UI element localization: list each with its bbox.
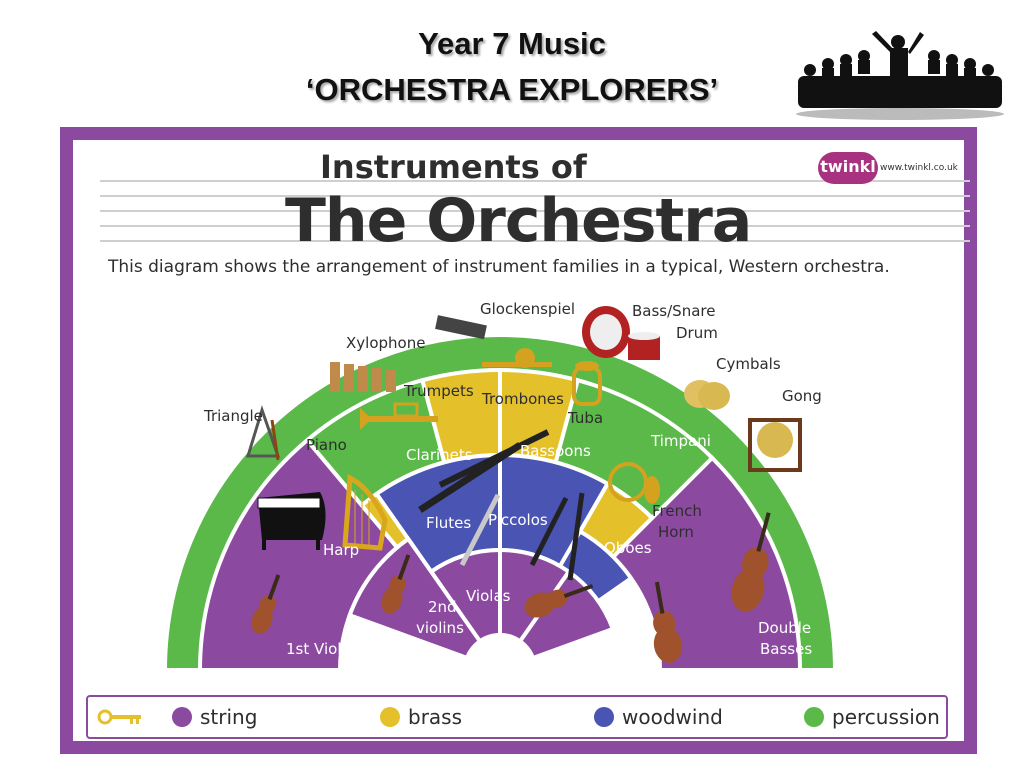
oboe-icon <box>567 492 585 581</box>
legend-item-woodwind: woodwind <box>594 697 723 737</box>
cello-icon <box>653 581 683 663</box>
triangle-icon <box>245 405 281 461</box>
legend-dot-percussion <box>804 707 824 727</box>
diagram-labels: 1st Violin 2nd violins Violas Cellos Dou… <box>203 300 822 658</box>
legend-item-percussion: percussion <box>804 697 940 737</box>
label-oboes: Oboes <box>604 539 652 557</box>
tuba-icon <box>572 361 602 406</box>
label-violas: Violas <box>466 587 511 605</box>
legend-dot-brass <box>380 707 400 727</box>
label-bass-snare-2: Drum <box>676 324 718 342</box>
slide-header: Year 7 Music ‘ORCHESTRA EXPLORERS’ <box>0 0 1024 125</box>
cymbals-icon <box>684 380 730 410</box>
bassoon-icon <box>438 429 550 488</box>
violin-icon <box>381 554 411 614</box>
seating-dividers <box>348 370 502 660</box>
label-tuba: Tuba <box>567 409 603 427</box>
french-horn-icon <box>608 462 660 504</box>
viola-icon <box>524 583 594 618</box>
legend-item-string: string <box>172 697 257 737</box>
label-glockenspiel: Glockenspiel <box>480 300 575 318</box>
slide-title: Year 7 Music <box>418 26 606 61</box>
label-piccolos: Piccolos <box>488 511 548 529</box>
logo-url: www.twinkl.co.uk <box>880 163 958 173</box>
poster-description: This diagram shows the arrangement of in… <box>108 257 890 277</box>
label-double-basses-1: Double <box>758 619 811 637</box>
stave-line <box>100 210 970 212</box>
label-gong: Gong <box>782 387 822 405</box>
piano-icon <box>257 492 326 550</box>
orchestra-silhouette-icon <box>796 31 1004 120</box>
stage-edge <box>160 670 840 695</box>
label-harp: Harp <box>323 541 359 559</box>
label-cellos: Cellos <box>592 637 637 655</box>
legend-label-brass: brass <box>408 705 463 729</box>
stave-line <box>100 195 970 197</box>
label-xylophone: Xylophone <box>346 334 425 352</box>
legend: string brass woodwind percussion <box>86 695 948 739</box>
poster-heading-small: Instruments of <box>320 148 587 186</box>
label-french-horn-2: Horn <box>658 523 694 541</box>
gong-icon <box>748 418 802 472</box>
trumpet-icon <box>360 402 438 430</box>
twinkl-logo: twinkl <box>818 152 878 184</box>
label-triangle: Triangle <box>203 407 263 425</box>
legend-label-string: string <box>200 705 258 729</box>
legend-item-brass: brass <box>380 697 462 737</box>
conductor-space <box>462 633 538 672</box>
label-flutes: Flutes <box>426 514 471 532</box>
legend-label-percussion: percussion <box>832 705 940 729</box>
label-first-violin: 1st Violin <box>286 640 355 658</box>
legend-label-woodwind: woodwind <box>622 705 723 729</box>
legend-dot-woodwind <box>594 707 614 727</box>
label-bass-snare-1: Bass/Snare <box>632 302 715 320</box>
stave-line <box>100 225 970 227</box>
double-bass-icon <box>731 512 771 612</box>
harp-icon <box>342 474 388 551</box>
label-second-violins-1: 2nd <box>428 598 457 616</box>
stave-line <box>100 240 970 242</box>
glockenspiel-icon <box>435 315 487 340</box>
piccolo-icon <box>529 496 569 567</box>
label-second-violins-2: violins <box>416 619 464 637</box>
label-trumpets: Trumpets <box>403 382 474 400</box>
label-clarinets: Clarinets <box>406 446 473 464</box>
label-piano: Piano <box>306 436 347 454</box>
poster-heading: The Orchestra <box>285 186 752 256</box>
drum-icon <box>582 306 660 360</box>
key-icon <box>97 709 141 725</box>
label-bassoons: Bassoons <box>520 442 591 460</box>
divider-line <box>348 613 468 660</box>
violin-icon <box>251 574 281 634</box>
legend-dot-string <box>172 707 192 727</box>
label-double-basses-2: Basses <box>760 640 812 658</box>
label-trombones: Trombones <box>481 390 564 408</box>
label-french-horn-1: French <box>652 502 702 520</box>
stave-line <box>100 180 970 182</box>
slide-subtitle: ‘ORCHESTRA EXPLORERS’ <box>305 72 719 107</box>
flute-icon <box>459 493 501 567</box>
trombone-icon <box>482 348 552 368</box>
label-timpani: Timpani <box>650 432 711 450</box>
xylophone-icon <box>330 362 396 392</box>
label-cymbals: Cymbals <box>716 355 781 373</box>
